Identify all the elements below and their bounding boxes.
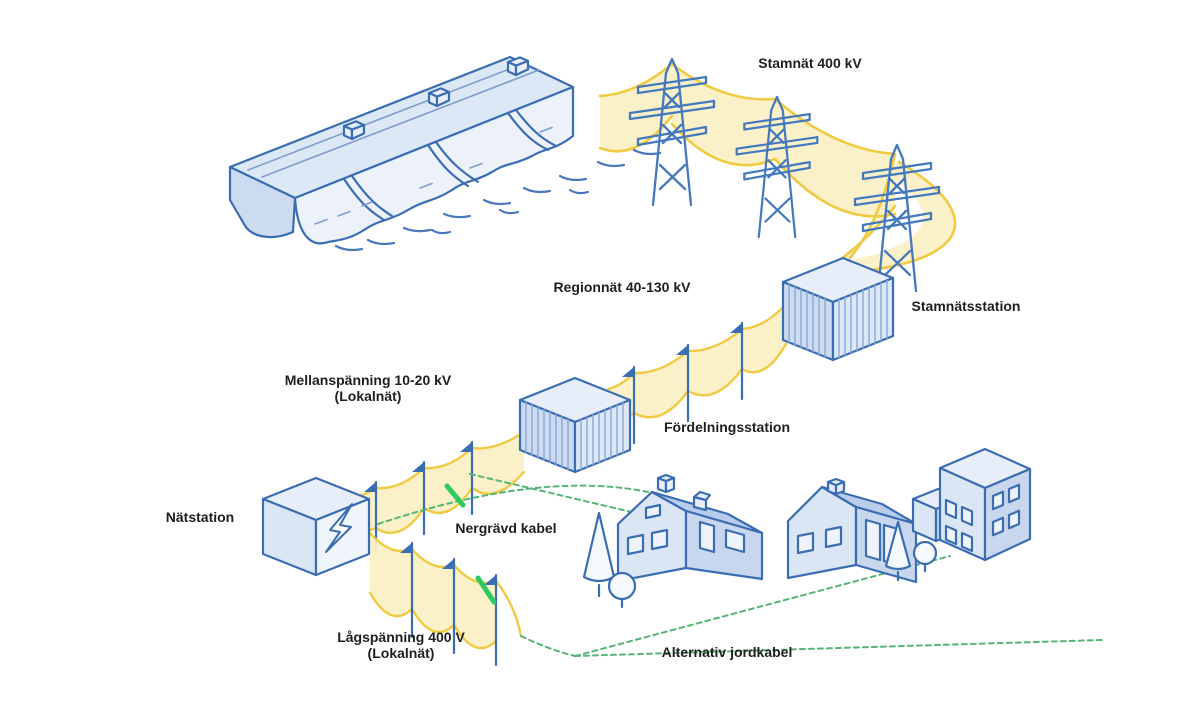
natstation-building (261, 476, 371, 577)
label-natstation: Nätstation (165, 509, 235, 525)
fordelningsstation-building (518, 376, 632, 474)
nergravd-kabel-line (377, 484, 649, 525)
alternativ-jordkabel-bottom (574, 639, 1103, 657)
label-stamnat: Stamnät 400 kV (758, 55, 862, 71)
label-mellanspanning-line1: Mellanspänning 10-20 kV (284, 372, 452, 388)
label-fordelningsstation: Fördelningsstation (664, 419, 790, 435)
label-alternativ-jordkabel: Alternativ jordkabel (661, 644, 793, 660)
cable-dive-markers (444, 483, 497, 605)
house-2 (786, 477, 918, 584)
apartment-building (911, 447, 1032, 562)
house-1 (616, 473, 764, 583)
bush-2 (912, 540, 938, 566)
label-lagspanning-line1: Lågspänning 400 V (337, 629, 465, 645)
label-stamnatsstation: Stamnätsstation (911, 298, 1021, 314)
fordelning-kabel-line (469, 473, 641, 515)
label-lagspanning-line2: (Lokalnät) (367, 645, 435, 661)
label-mellanspanning: Mellanspänning 10-20 kV (Lokalnät) (285, 372, 452, 404)
label-regionnat: Regionnät 40-130 kV (553, 279, 691, 295)
lightning-bolt-icon (325, 503, 353, 553)
dam-illustration (228, 55, 662, 252)
trees-and-bushes (582, 511, 938, 609)
label-mellanspanning-line2: (Lokalnät) (334, 388, 402, 404)
tree-2 (884, 520, 912, 571)
water-waves (334, 148, 662, 252)
lagspanning-wire-bands (370, 533, 496, 649)
bush-1 (607, 571, 637, 601)
tree-1 (582, 511, 616, 583)
label-nergravd-kabel: Nergrävd kabel (455, 520, 557, 536)
alternativ-jordkabel-v (520, 635, 576, 657)
lagspanning-poles (400, 541, 498, 667)
stamnatsstation-building (781, 256, 895, 362)
label-lagspanning: Lågspänning 400 V (Lokalnät) (337, 629, 465, 661)
regionnat-poles (622, 321, 744, 445)
